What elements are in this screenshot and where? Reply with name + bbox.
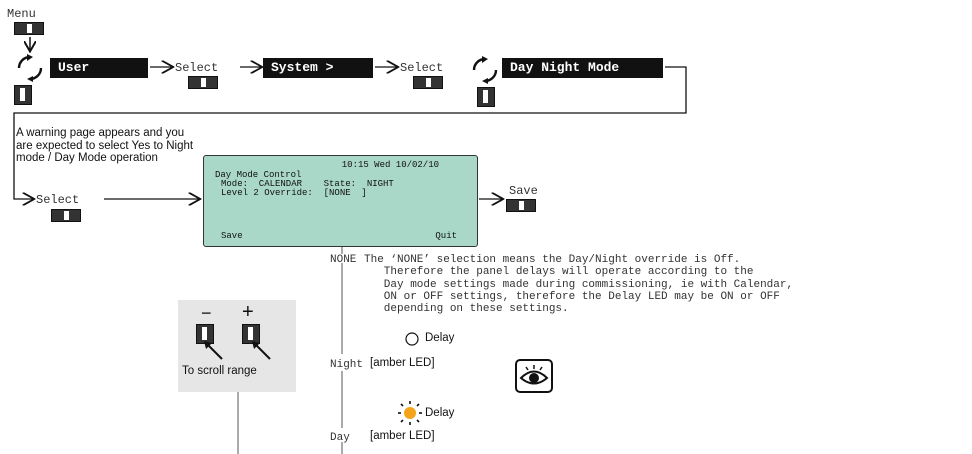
save-label: Save [509, 184, 538, 198]
user-menu-item[interactable]: User [50, 58, 148, 78]
lcd-display: 10:15 Wed 10/02/10 Day Mode Control Mode… [203, 155, 478, 247]
system-menu-item[interactable]: System > [263, 58, 373, 78]
scroll-key-button-icon[interactable] [14, 85, 32, 105]
select-key-3-button-icon[interactable] [51, 209, 81, 222]
menu-key-button-icon[interactable] [14, 22, 44, 35]
lcd-softkey-quit[interactable]: Quit [435, 231, 457, 241]
menu-label: Menu [7, 7, 36, 21]
refresh-icon [472, 56, 498, 84]
plus-icon: + [242, 301, 254, 323]
scroll-up-key-button-icon[interactable] [242, 324, 260, 344]
lcd-time: 10:15 Wed 10/02/10 [341, 160, 439, 170]
day-option-label: Day [330, 432, 350, 444]
lcd-softkey-save[interactable]: Save [221, 231, 243, 241]
lcd-line-1: Day Mode Control [215, 170, 302, 180]
night-option-label: Night [330, 359, 364, 371]
refresh-icon [17, 54, 43, 82]
select-label-2: Select [400, 61, 444, 75]
night-led-caption: [amber LED] [370, 357, 435, 369]
warning-note: A warning page appears and you are expec… [16, 127, 194, 165]
none-option-label: NONE [330, 254, 357, 266]
led-off-icon [405, 332, 419, 346]
delay-label-on: Delay [425, 407, 455, 419]
save-key-button-icon[interactable] [506, 199, 536, 212]
delay-label-off: Delay [425, 332, 455, 344]
day-led-caption: [amber LED] [370, 430, 435, 442]
lcd-line-2: Mode: CALENDAR State: NIGHT [221, 179, 394, 189]
select-label-1: Select [175, 61, 219, 75]
day-night-mode-menu-item[interactable]: Day Night Mode [502, 58, 663, 78]
select-label-3: Select [36, 193, 80, 207]
pointer-arrow-icon [204, 341, 271, 360]
led-on-icon [398, 401, 422, 425]
none-description: The ‘NONE’ selection means the Day/Night… [364, 254, 794, 316]
eye-icon [515, 359, 553, 393]
scroll-key-2-button-icon[interactable] [477, 87, 495, 107]
select-key-1-button-icon[interactable] [188, 76, 218, 89]
select-key-2-button-icon[interactable] [413, 76, 443, 89]
scroll-range-panel: − + To scroll range [178, 300, 296, 392]
minus-icon: − [201, 303, 212, 323]
lcd-line-3: Level 2 Override: [NONE ] [221, 188, 367, 198]
scroll-caption: To scroll range [182, 365, 257, 377]
